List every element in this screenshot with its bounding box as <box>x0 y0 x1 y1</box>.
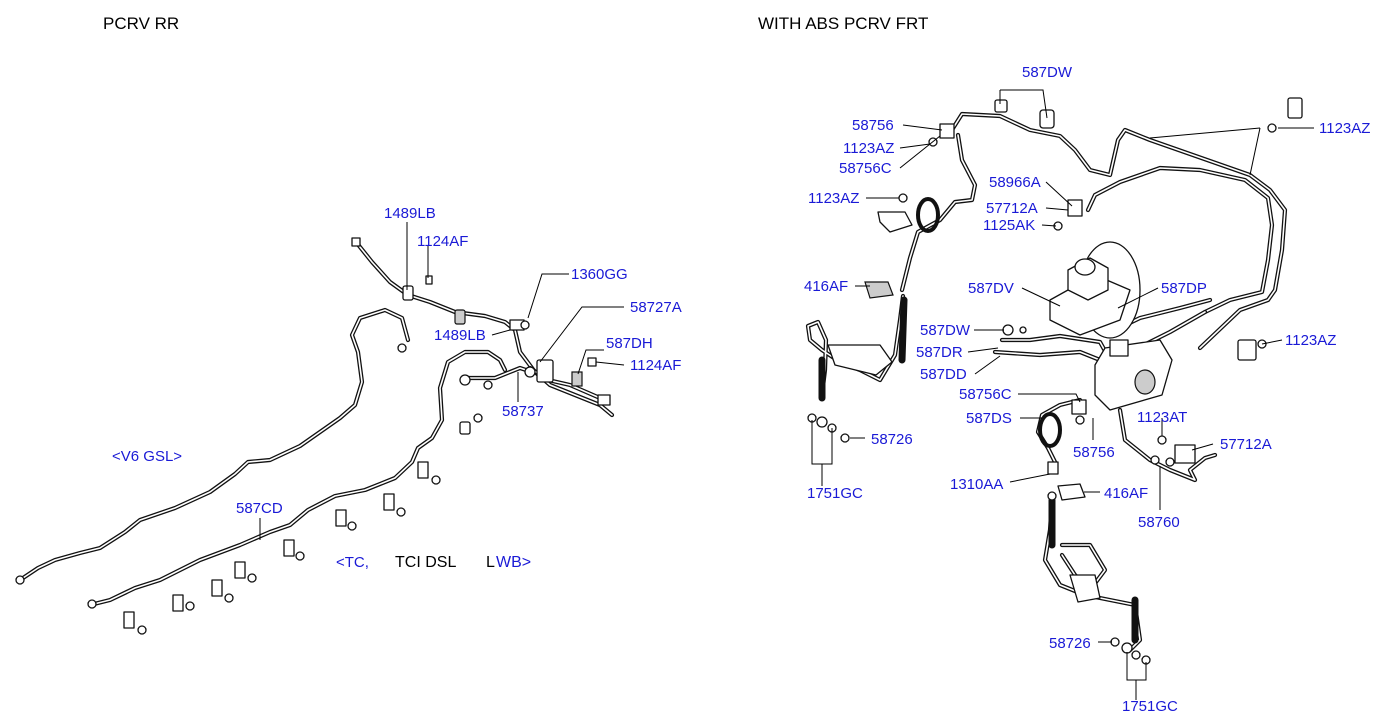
label-416AF-top: 416AF <box>804 278 848 295</box>
label-58726-left: 58726 <box>871 431 913 448</box>
label-587DW-mid: 587DW <box>920 322 971 339</box>
label-58756C-top: 58756C <box>839 160 892 177</box>
label-1123AT: 1123AT <box>1137 409 1187 426</box>
brake-pipes-front <box>805 111 1288 653</box>
label-58966A: 58966A <box>989 174 1041 191</box>
label-58756-top: 58756 <box>852 117 894 134</box>
label-v6-gsl: <V6 GSL> <box>112 448 182 465</box>
label-1125AK: 1125AK <box>983 217 1035 234</box>
label-1124AF-top: 1124AF <box>417 233 468 250</box>
label-variant-tci-dsl: TCI DSL <box>395 554 456 571</box>
label-587DS: 587DS <box>966 410 1012 427</box>
label-58726-bottom: 58726 <box>1049 635 1091 652</box>
label-58727A: 58727A <box>630 299 682 316</box>
title-with-abs-pcrv-frt: WITH ABS PCRV FRT <box>758 14 928 33</box>
master-cylinder-abs-unit <box>1049 241 1173 411</box>
label-variant-tc: <TC, <box>336 554 369 571</box>
label-58756-mid: 58756 <box>1073 444 1115 461</box>
label-1360GG: 1360GG <box>571 266 628 283</box>
label-58756C-mid: 58756C <box>959 386 1012 403</box>
label-587DP: 587DP <box>1161 280 1207 297</box>
brake-pipe-tc-tci-lwb <box>87 349 535 609</box>
label-1751GC-left: 1751GC <box>807 485 863 502</box>
label-587CD: 587CD <box>236 500 283 517</box>
label-1751GC-bottom: 1751GC <box>1122 698 1178 715</box>
label-57712A-top: 57712A <box>986 200 1038 217</box>
pipe-clips <box>123 461 441 635</box>
right-leader-lines <box>811 89 1314 700</box>
label-587DH: 587DH <box>606 335 653 352</box>
label-1124AF-mid: 1124AF <box>630 357 681 374</box>
label-1123AZ-b: 1123AZ <box>808 190 859 207</box>
label-587DW-top: 587DW <box>1022 64 1073 81</box>
label-587DD: 587DD <box>920 366 967 383</box>
label-587DR: 587DR <box>916 344 963 361</box>
label-587DV: 587DV <box>968 280 1014 297</box>
label-1123AZ-a: 1123AZ <box>843 140 894 157</box>
label-1489LB-top: 1489LB <box>384 205 436 222</box>
label-58737: 58737 <box>502 403 544 420</box>
label-variant-lwb-l: L <box>486 554 495 571</box>
label-58760: 58760 <box>1138 514 1180 531</box>
label-variant-lwb-rest: WB> <box>496 554 531 571</box>
label-416AF-bottom: 416AF <box>1104 485 1148 502</box>
label-57712A-right: 57712A <box>1220 436 1272 453</box>
label-1123AZ-tr: 1123AZ <box>1319 120 1370 137</box>
title-pcrv-rr: PCRV RR <box>103 14 179 33</box>
label-1489LB-mid: 1489LB <box>434 327 486 344</box>
left-small-parts <box>123 237 611 635</box>
left-leader-lines <box>259 222 625 540</box>
label-1310AA: 1310AA <box>950 476 1003 493</box>
label-1123AZ-r: 1123AZ <box>1285 332 1336 349</box>
brake-pipe-v6-gsl <box>15 307 411 585</box>
